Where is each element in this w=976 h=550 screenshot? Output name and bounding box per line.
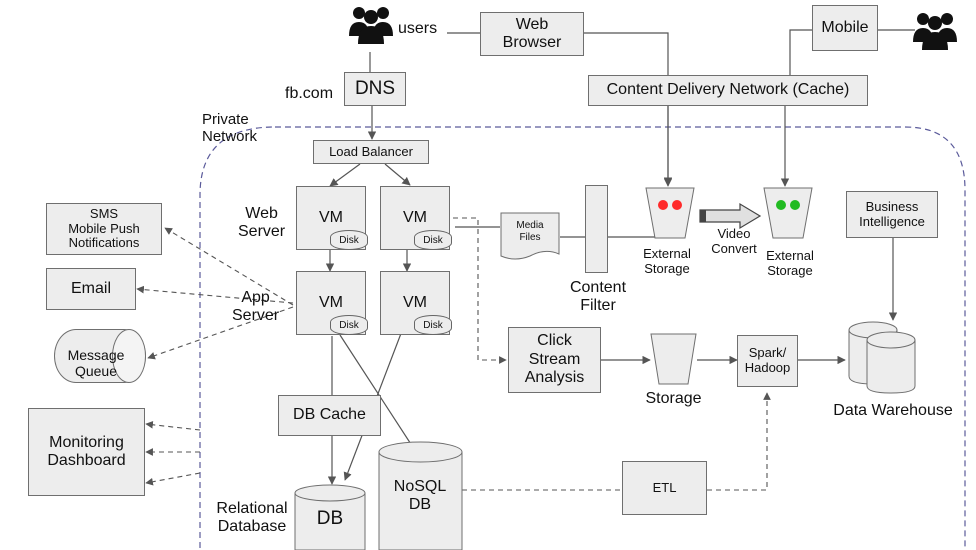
app-vm-1-disk: Disk	[330, 315, 368, 335]
users-icon	[349, 7, 393, 44]
content-filter-box	[585, 185, 608, 273]
external-storage-green-icon	[763, 187, 813, 239]
cdn-box: Content Delivery Network (Cache)	[588, 75, 868, 106]
web-browser-box: Web Browser	[480, 12, 584, 56]
users-label: users	[398, 20, 438, 37]
storage-icon	[650, 333, 697, 385]
sms-push-box: SMS Mobile Push Notifications	[46, 203, 162, 255]
nosql-db-icon	[378, 441, 463, 550]
web-vm-2-disk: Disk	[414, 230, 452, 250]
data-warehouse-icon	[848, 321, 916, 394]
message-queue-label: Message Queue	[67, 347, 125, 380]
external-storage-label-1: External Storage	[643, 246, 691, 276]
media-files-label: Media Files	[516, 220, 544, 243]
video-convert-label: Video Convert	[711, 226, 757, 256]
relational-db-icon	[294, 484, 366, 550]
external-storage-label-2: External Storage	[766, 248, 814, 278]
db-label: DB	[316, 508, 344, 529]
mobile-box: Mobile	[812, 5, 878, 51]
content-filter-label: Content Filter	[569, 279, 627, 315]
app-server-label: App Server	[232, 289, 280, 325]
video-convert-arrow	[699, 202, 762, 230]
spark-hadoop-box: Spark/ Hadoop	[737, 335, 798, 387]
data-warehouse-label: Data Warehouse	[833, 402, 953, 419]
db-cache-box: DB Cache	[278, 395, 381, 436]
queue-cylinder-end	[112, 329, 146, 383]
message-queue-cylinder: Message Queue	[54, 329, 146, 383]
fbcom-label: fb.com	[285, 85, 334, 102]
load-balancer-box: Load Balancer	[313, 140, 429, 164]
dns-box: DNS	[344, 72, 406, 106]
etl-box: ETL	[622, 461, 707, 515]
click-stream-box: Click Stream Analysis	[508, 327, 601, 393]
mobile-users-icon	[913, 13, 957, 50]
email-box: Email	[46, 268, 136, 310]
external-storage-red-icon	[645, 187, 695, 239]
private-network-label: Private Network	[202, 111, 258, 146]
relational-database-label: Relational Database	[216, 500, 288, 536]
web-vm-1-disk: Disk	[330, 230, 368, 250]
business-intelligence-box: Business Intelligence	[846, 191, 938, 238]
web-server-label: Web Server	[238, 205, 286, 241]
storage-label: Storage	[645, 390, 702, 407]
media-files-icon	[500, 212, 560, 260]
app-vm-2-disk: Disk	[414, 315, 452, 335]
private-network-boundary	[199, 126, 966, 548]
monitoring-dashboard-box: Monitoring Dashboard	[28, 408, 145, 496]
nosql-db-label: NoSQL DB	[393, 478, 447, 514]
